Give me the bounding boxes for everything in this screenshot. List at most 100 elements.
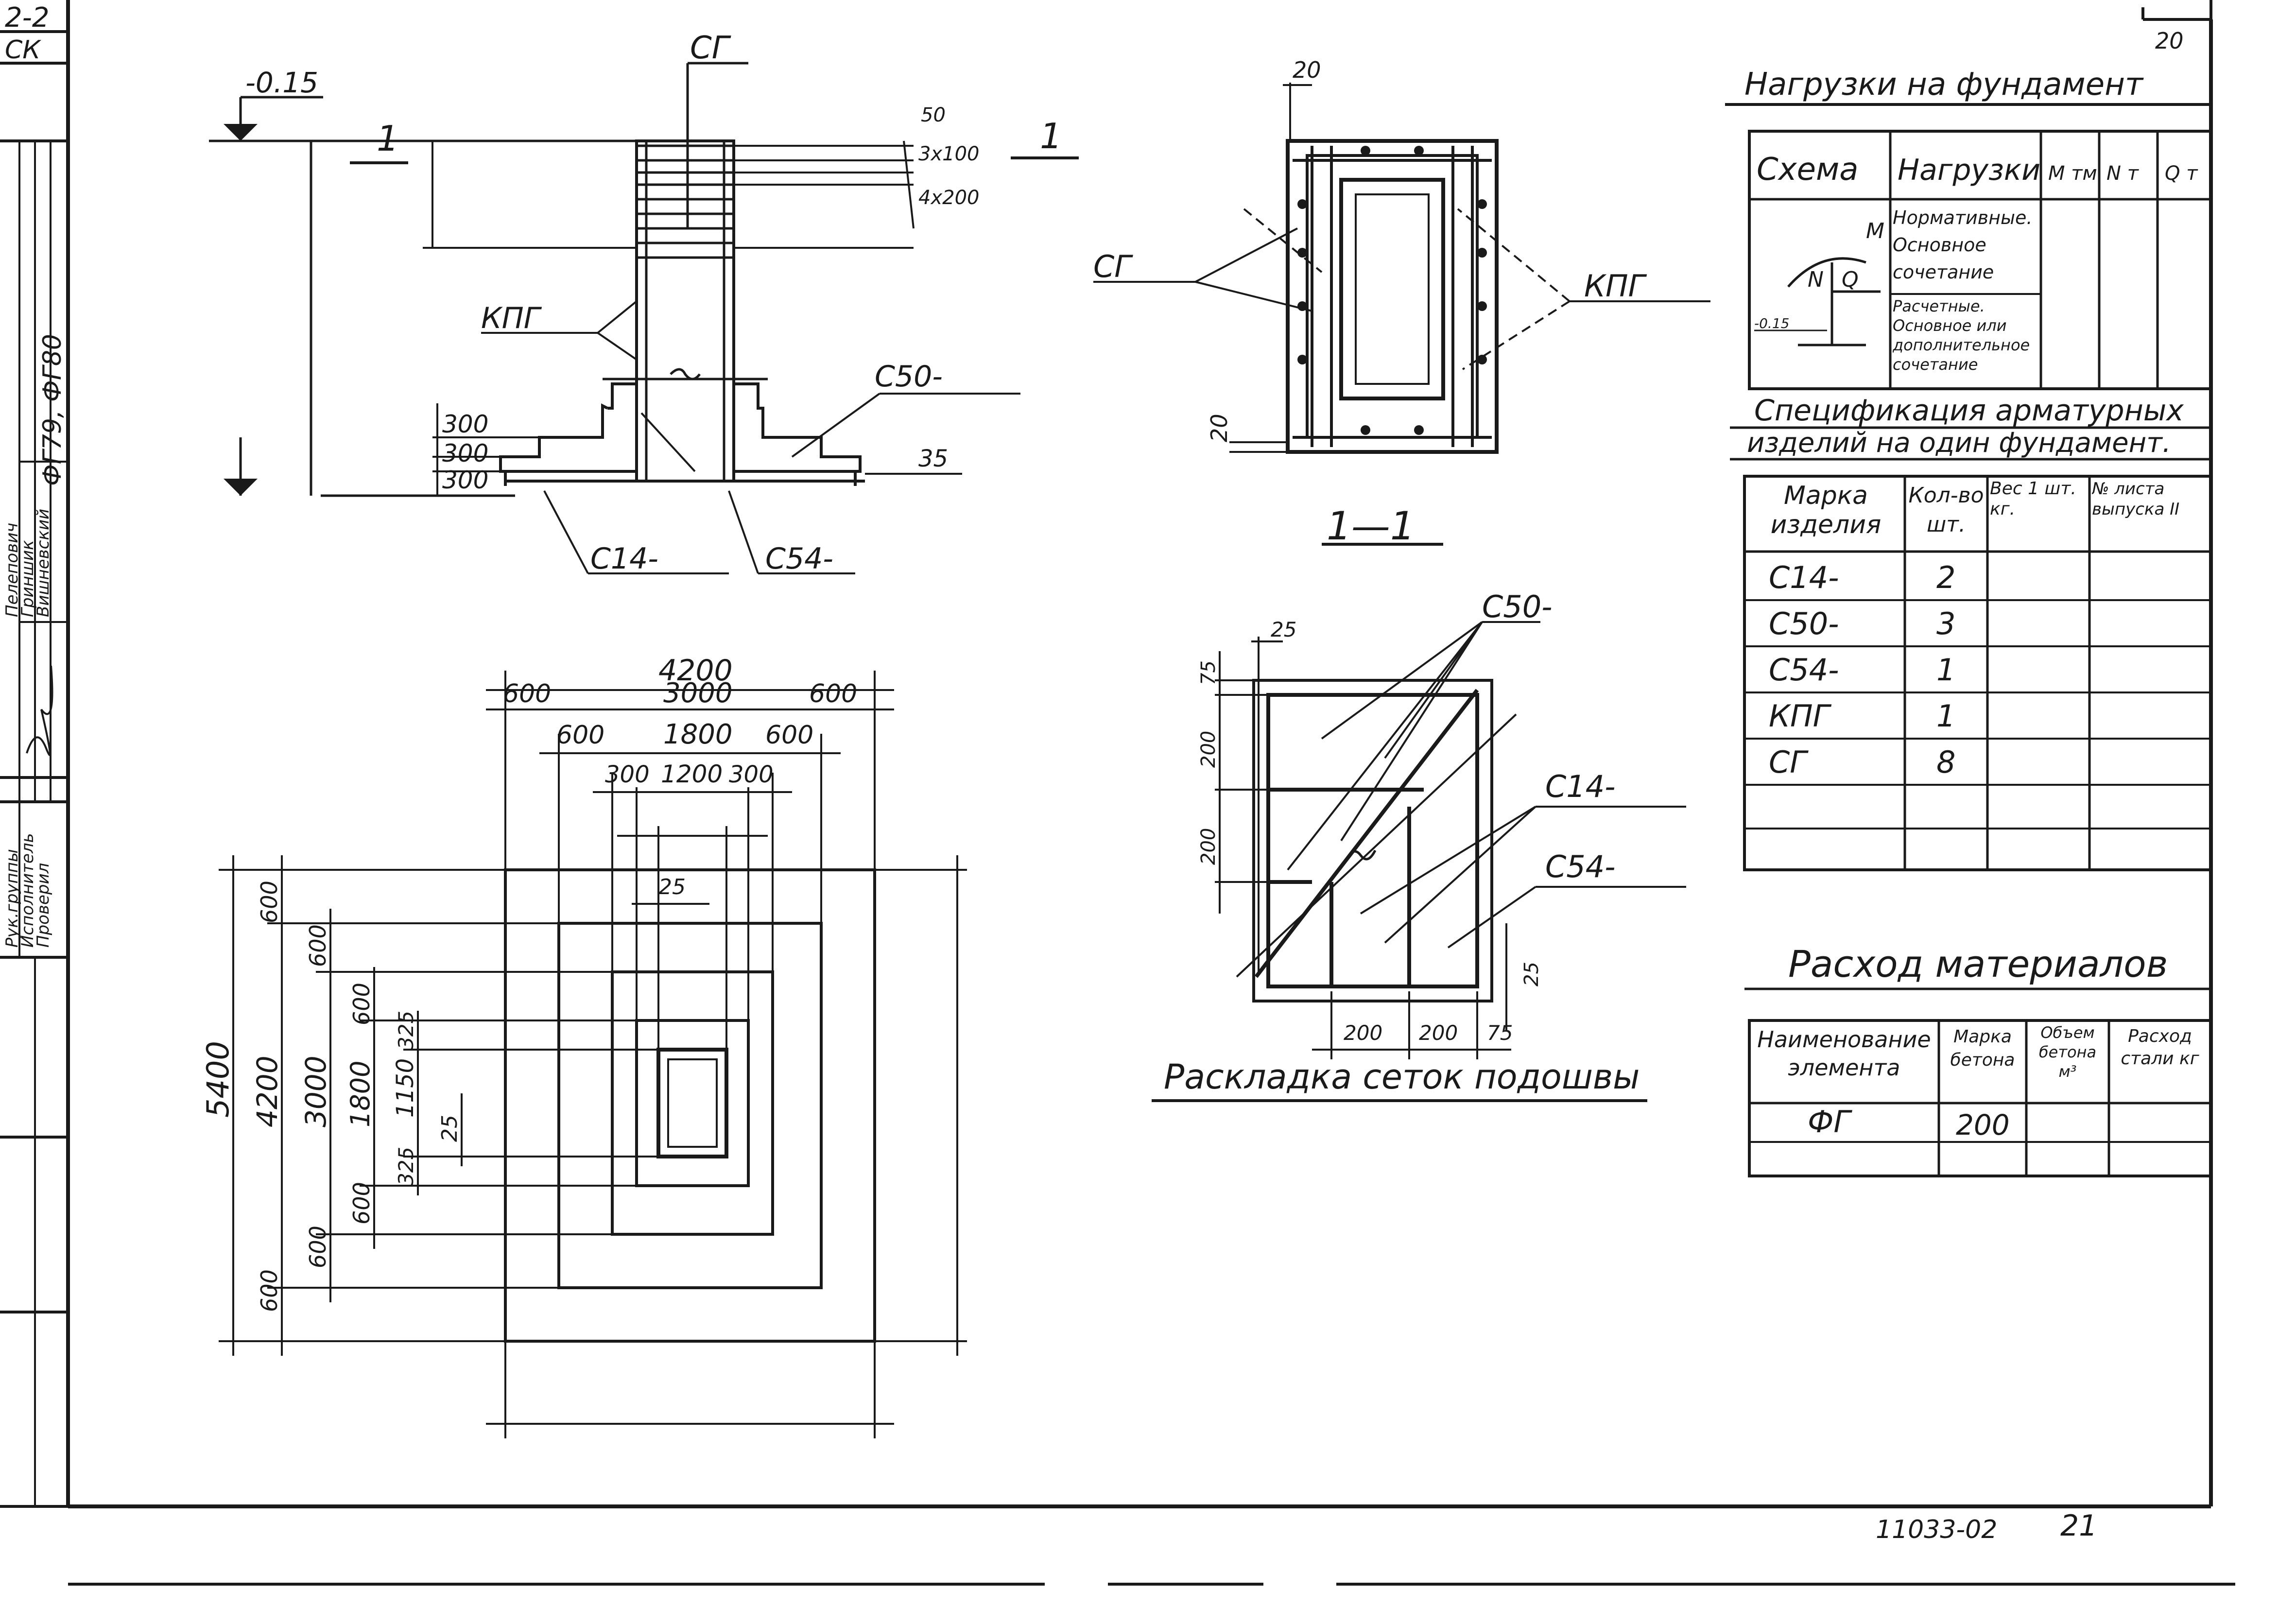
spec-grid — [1743, 475, 2212, 871]
loads-scheme: M N Q -0.15 — [1754, 219, 1884, 346]
loads-row-design: Расчетные. Основное или дополнительное с… — [1893, 297, 2030, 374]
mesh-d75-bot: 75 — [1487, 1021, 1513, 1045]
dim-4x200: 4x200 — [918, 187, 979, 209]
plan-w-600c: 600 — [556, 721, 604, 750]
corner-20: 20 — [2155, 28, 2184, 54]
step-dim-2: 300 — [442, 439, 488, 467]
mesh-c14-label: С14- — [1545, 769, 1616, 804]
spec-title-1: Спецификация арматурных — [1754, 394, 2184, 428]
product-marks: ФГ79, ФГ80 — [38, 334, 67, 486]
spec-row-1-mark: С14- — [1769, 560, 1839, 595]
c14-label-elev: С14- — [590, 542, 658, 576]
plan-column-inner — [667, 1058, 718, 1148]
mesh-d200-bot-b: 200 — [1419, 1021, 1458, 1045]
stamp-name-1: Пелепович — [2, 523, 22, 617]
section-outer — [1286, 139, 1499, 454]
kpg-label-section: КПГ — [1584, 268, 1647, 304]
spec-row-3-mark: С54- — [1769, 652, 1839, 688]
cut-mark-right: 1 — [1040, 116, 1062, 156]
col-label: СГ — [690, 30, 731, 66]
stamp-row-2: Исполнитель — [18, 833, 37, 948]
plan-column — [656, 1048, 728, 1158]
loads-h-loads: Нагрузки — [1898, 153, 2040, 187]
doc-number: 11033-02 — [1876, 1515, 1997, 1544]
step-dim-1: 300 — [442, 410, 488, 438]
signature — [26, 665, 53, 756]
material-row-element: ФГ — [1808, 1104, 1852, 1140]
mesh-d25-right: 25 — [1520, 962, 1543, 986]
spec-h-mark: Марка изделия — [1771, 481, 1882, 539]
material-title: Расход материалов — [1788, 942, 2168, 985]
section-title: 1—1 — [1327, 503, 1415, 549]
loads-h-scheme: Схема — [1757, 152, 1858, 188]
section-elevation: -0.15 1 1 СГ — [209, 30, 1079, 576]
section-bar-dots — [1297, 146, 1487, 435]
plan-w-25: 25 — [658, 875, 686, 899]
plan-h-600d: 600 — [256, 1269, 282, 1312]
spec-table: Спецификация арматурных изделий на один … — [1730, 394, 2212, 871]
spec-row-5-qty: 8 — [1936, 744, 1955, 780]
mesh-d25-top: 25 — [1271, 618, 1296, 641]
plan-w-300b: 300 — [729, 761, 774, 788]
page-number: 21 — [2060, 1509, 2097, 1543]
plan-h-325b: 325 — [394, 1147, 418, 1186]
plan-w-3000: 3000 — [663, 677, 733, 709]
sg-label-section: СГ — [1093, 249, 1133, 284]
mesh-d200b: 200 — [1197, 828, 1220, 865]
column-outline — [635, 139, 735, 483]
plan-h-600b: 600 — [305, 924, 331, 967]
plan-w-1800: 1800 — [663, 719, 733, 750]
loads-h-q: Q т — [2165, 162, 2198, 185]
mesh-d75: 75 — [1197, 660, 1220, 685]
break-mark — [670, 368, 701, 380]
spec-row-1-qty: 2 — [1936, 560, 1955, 595]
material-h-steel: Расход стали кг — [2121, 1026, 2199, 1069]
spec-h-sheet: № листа выпуска II — [2092, 479, 2179, 519]
series-code: СК — [5, 35, 41, 65]
plan-h-4200: 4200 — [251, 1055, 284, 1127]
mesh-title: Раскладка сеток подошвы — [1164, 1057, 1640, 1097]
section-core-inner — [1355, 193, 1430, 385]
stamp-row-1: Рук.группы — [2, 849, 22, 948]
mesh-d200a: 200 — [1197, 731, 1220, 768]
spec-row-4-qty: 1 — [1936, 698, 1955, 734]
loads-title: Нагрузки на фундамент — [1744, 67, 2144, 103]
loads-h-m: М тм — [2048, 162, 2097, 185]
scheme-elev: -0.15 — [1754, 315, 1789, 331]
spec-row-5-mark: СГ — [1769, 744, 1809, 780]
plan-rect-1800 — [611, 970, 774, 1236]
plan-h-600f: 600 — [348, 1182, 375, 1225]
dim-35: 35 — [918, 445, 948, 472]
spec-h-qty: Кол-во шт. — [1908, 483, 1984, 537]
mesh-d200-bot-a: 200 — [1344, 1021, 1382, 1045]
loads-table: Нагрузки на фундамент 20 Схема Нагрузки … — [1725, 28, 2212, 390]
plan-rect-1200 — [635, 1019, 750, 1187]
plan-view: 4200 600 3000 600 600 1800 600 300 1200 … — [200, 654, 967, 1438]
plan-h-5400: 5400 — [200, 1041, 236, 1118]
plan-h-600e: 600 — [305, 1226, 331, 1268]
column-stirrups — [637, 144, 734, 259]
plan-h-3000: 3000 — [299, 1055, 332, 1127]
cut-mark-left: 1 — [377, 118, 399, 159]
stamp-name-2: Гриншик — [18, 540, 37, 617]
elev-label: -0.15 — [245, 66, 318, 99]
step-dim-3: 300 — [442, 466, 488, 494]
plan-h-600a: 600 — [256, 881, 282, 923]
plan-h-25: 25 — [437, 1115, 462, 1142]
section-core — [1339, 178, 1445, 400]
material-h-volume: Объем бетона м³ — [2039, 1023, 2096, 1081]
mesh-outer — [1252, 679, 1493, 1002]
plan-w-1200: 1200 — [661, 760, 723, 788]
dim-50: 50 — [921, 104, 946, 126]
kpg-label: КПГ — [481, 301, 542, 335]
spec-row-2-mark: С50- — [1769, 606, 1839, 641]
plan-h-600c: 600 — [348, 983, 375, 1025]
c50-label-elev: С50- — [875, 360, 943, 394]
title-stamp: 2-2 СК ФГ79, ФГ80 Рук.группы Исполнитель… — [0, 2, 68, 1508]
mesh-c54-label: С54- — [1545, 849, 1616, 884]
moment-arrow-icon — [1787, 257, 1866, 288]
plan-w-600b: 600 — [809, 679, 857, 708]
spec-title-2: изделий на один фундамент. — [1747, 427, 2171, 459]
stamp-row-3: Проверил — [34, 863, 53, 948]
